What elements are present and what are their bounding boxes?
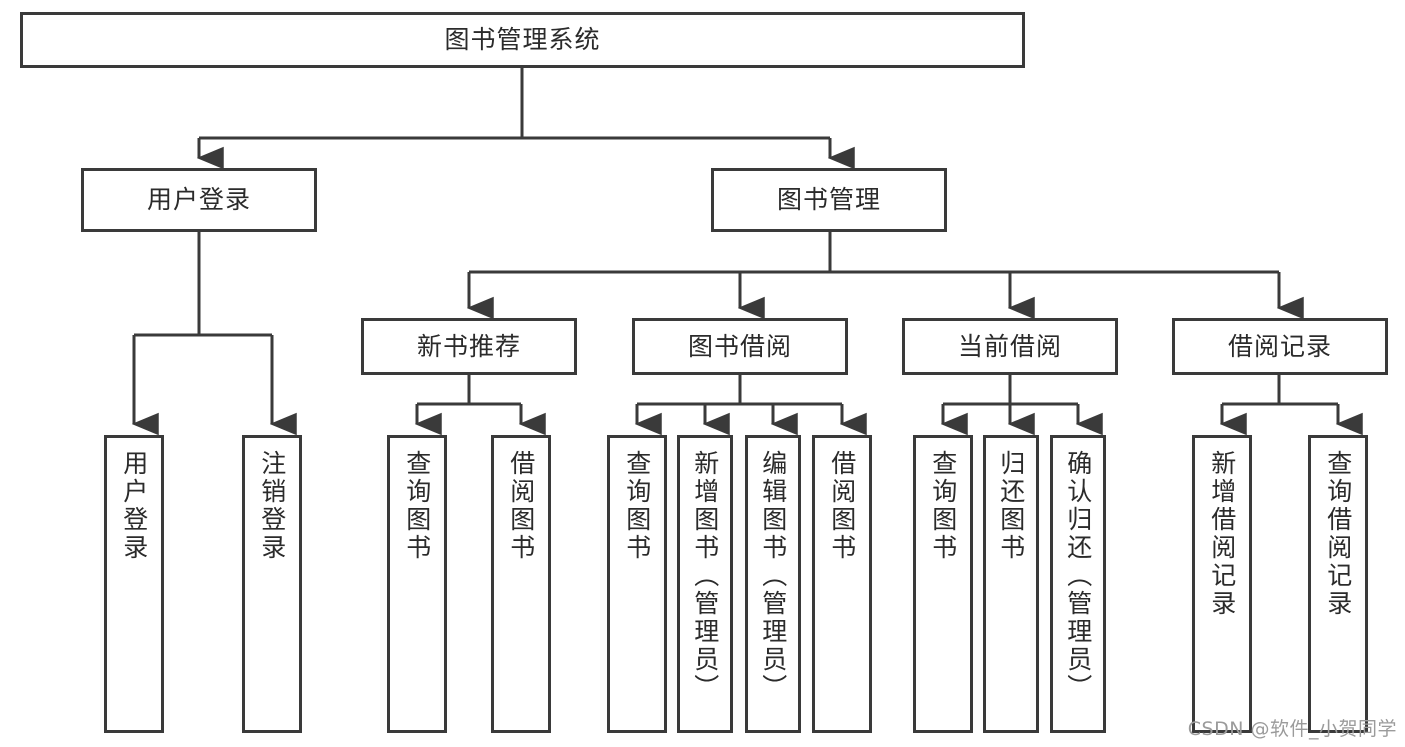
leaf-current-query-book[interactable]: 查询图书 xyxy=(913,435,973,733)
leaf-borrow-borrow-book[interactable]: 借阅图书 xyxy=(812,435,872,733)
node-book-borrow-label: 图书借阅 xyxy=(687,331,792,361)
leaf-record-query-record-label: 查询借阅记录 xyxy=(1323,450,1353,618)
leaf-current-return-book-label: 归还图书 xyxy=(996,450,1026,562)
leaf-user-login-signin[interactable]: 用户登录 xyxy=(104,435,164,733)
leaf-recommend-query-book[interactable]: 查询图书 xyxy=(387,435,447,733)
leaf-user-login-signout-label: 注销登录 xyxy=(257,450,287,562)
leaf-recommend-borrow-book-label: 借阅图书 xyxy=(506,450,536,562)
leaf-borrow-query-book[interactable]: 查询图书 xyxy=(607,435,667,733)
leaf-current-return-book[interactable]: 归还图书 xyxy=(983,435,1039,733)
node-borrow-record-label: 借阅记录 xyxy=(1227,331,1332,361)
leaf-borrow-borrow-book-label: 借阅图书 xyxy=(827,450,857,562)
node-new-book-recommend-label: 新书推荐 xyxy=(416,331,521,361)
leaf-current-confirm-return-admin-label: 确认归还（管理员） xyxy=(1063,450,1093,702)
leaf-recommend-query-book-label: 查询图书 xyxy=(402,450,432,562)
node-borrow-record[interactable]: 借阅记录 xyxy=(1172,318,1388,375)
node-book-management-label: 图书管理 xyxy=(776,185,881,215)
node-root-library-system[interactable]: 图书管理系统 xyxy=(20,12,1025,68)
csdn-watermark: CSDN @软件_小贺同学 xyxy=(1187,718,1397,740)
node-user-login[interactable]: 用户登录 xyxy=(81,168,317,232)
node-new-book-recommend[interactable]: 新书推荐 xyxy=(361,318,577,375)
leaf-user-login-signout[interactable]: 注销登录 xyxy=(242,435,302,733)
leaf-recommend-borrow-book[interactable]: 借阅图书 xyxy=(491,435,551,733)
leaf-borrow-edit-book-admin[interactable]: 编辑图书（管理员） xyxy=(745,435,801,733)
leaf-record-add-record-label: 新增借阅记录 xyxy=(1207,450,1237,618)
leaf-record-query-record[interactable]: 查询借阅记录 xyxy=(1308,435,1368,733)
leaf-current-confirm-return-admin[interactable]: 确认归还（管理员） xyxy=(1050,435,1106,733)
leaf-current-query-book-label: 查询图书 xyxy=(928,450,958,562)
node-user-login-label: 用户登录 xyxy=(146,185,251,215)
leaf-borrow-edit-book-admin-label: 编辑图书（管理员） xyxy=(758,450,788,702)
node-current-borrow-label: 当前借阅 xyxy=(957,331,1062,361)
node-root-label: 图书管理系统 xyxy=(444,25,601,55)
node-book-management[interactable]: 图书管理 xyxy=(711,168,947,232)
leaf-borrow-add-book-admin-label: 新增图书（管理员） xyxy=(690,450,720,702)
leaf-record-add-record[interactable]: 新增借阅记录 xyxy=(1192,435,1252,733)
node-book-borrow[interactable]: 图书借阅 xyxy=(632,318,848,375)
leaf-borrow-add-book-admin[interactable]: 新增图书（管理员） xyxy=(677,435,733,733)
node-current-borrow[interactable]: 当前借阅 xyxy=(902,318,1118,375)
leaf-user-login-signin-label: 用户登录 xyxy=(119,450,149,562)
leaf-borrow-query-book-label: 查询图书 xyxy=(622,450,652,562)
